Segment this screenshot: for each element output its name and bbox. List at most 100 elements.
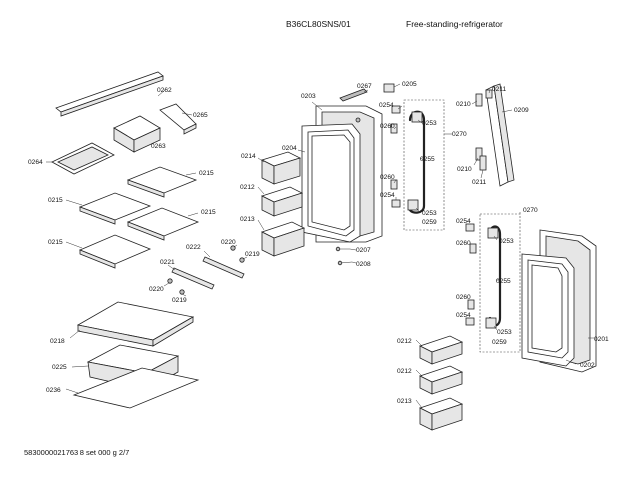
label-0210-a: 0210: [456, 101, 471, 108]
part-0205-hinge: [383, 83, 395, 93]
label-0218: 0218: [50, 338, 65, 345]
label-0260-a: 0260: [380, 123, 395, 130]
label-0214: 0214: [241, 153, 256, 160]
part-0260-insert: [390, 179, 398, 190]
label-0208: 0208: [356, 261, 371, 268]
label-0253-c: 0253: [499, 238, 514, 245]
label-0254-a: 0254: [379, 102, 394, 109]
label-0264: 0264: [28, 159, 43, 166]
part-0260-insert: [390, 123, 398, 134]
label-0254-c: 0254: [456, 218, 471, 225]
label-0204: 0204: [282, 145, 297, 152]
label-0209: 0209: [514, 107, 529, 114]
part-0221-rail: [171, 267, 215, 290]
part-0254-cap: [465, 317, 475, 326]
part-0253-endcap: [485, 317, 497, 329]
part-0210-clip: [475, 93, 483, 107]
label-0254-d: 0254: [456, 312, 471, 319]
appliance-description: Free-standing-refrigerator: [406, 19, 503, 29]
label-0203: 0203: [301, 93, 316, 100]
part-0253-endcap: [487, 227, 499, 239]
part-0262-top-rail: [55, 71, 164, 117]
part-0265-bracket: [159, 103, 197, 135]
callout-labels: 0262 0265 0263 0264 0215 0215 0215 0215 …: [28, 81, 609, 405]
label-0221: 0221: [160, 259, 175, 266]
label-0270-a: 0270: [452, 131, 467, 138]
part-0260-insert: [467, 299, 475, 310]
label-0205: 0205: [402, 81, 417, 88]
label-0260-c: 0260: [456, 240, 471, 247]
part-0212-bin-upper: [260, 186, 304, 217]
label-0211-a: 0211: [492, 86, 507, 93]
part-0236-glass-plate: [72, 367, 200, 409]
handle-kit-box-0270: [403, 99, 445, 231]
label-0255-a: 0255: [420, 156, 435, 163]
hinge-pin: [355, 117, 361, 123]
handle-kit-box-0270: [479, 213, 521, 353]
part-0215-shelf-mid-right: [126, 207, 200, 241]
label-0253-a: 0253: [422, 120, 437, 127]
part-0264-tray: [51, 142, 115, 175]
label-0270-b: 0270: [523, 207, 538, 214]
part-0253-endcap: [411, 111, 423, 123]
label-0212-a: 0212: [240, 184, 255, 191]
label-0202: 0202: [580, 362, 595, 369]
drawing-code: 5830000021763 8 set 000 g 2/7: [24, 448, 130, 457]
label-0263: 0263: [151, 143, 166, 150]
part-0218-drawer-cover: [76, 301, 195, 347]
label-0236: 0236: [46, 387, 61, 394]
label-0219-b: 0219: [172, 297, 187, 304]
part-0202-gasket: [521, 253, 575, 367]
label-0212-b: 0212: [397, 338, 412, 345]
label-0207: 0207: [356, 247, 371, 254]
part-0204-gasket: [301, 123, 361, 243]
screw-0220: [167, 278, 173, 284]
model-number: B36CL80SNS/01: [286, 19, 351, 29]
label-0215-a: 0215: [199, 170, 214, 177]
part-0211-cap: [485, 89, 493, 99]
label-0222: 0222: [186, 244, 201, 251]
part-0214-bin: [260, 151, 302, 185]
part-0212-door-bin-2: [418, 365, 464, 395]
label-0210-b: 0210: [457, 166, 472, 173]
label-0259-a: 0259: [422, 219, 437, 226]
part-0210-clip: [475, 147, 483, 161]
label-0267: 0267: [357, 83, 372, 90]
part-0267-bar: [339, 88, 368, 102]
label-0215-c: 0215: [201, 209, 216, 216]
part-0209-side-handle: [485, 83, 515, 187]
part-0213-door-bin: [418, 397, 464, 431]
label-0215-d: 0215: [48, 239, 63, 246]
label-0225: 0225: [52, 364, 67, 371]
label-0219-a: 0219: [245, 251, 260, 258]
label-0253-d: 0253: [497, 329, 512, 336]
part-0254-cap: [465, 223, 475, 232]
label-0259-b: 0259: [492, 339, 507, 346]
part-0212-door-bin-1: [418, 335, 464, 365]
label-0265: 0265: [193, 112, 208, 119]
label-0220-b: 0220: [149, 286, 164, 293]
part-0254-cap: [391, 199, 401, 208]
part-0254-cap: [391, 105, 401, 114]
label-0215-b: 0215: [48, 197, 63, 204]
part-0222-rail: [202, 256, 245, 279]
part-0260-insert: [469, 243, 477, 254]
screw-0219: [179, 289, 185, 295]
part-0215-shelf-top: [126, 166, 198, 198]
label-0260-b: 0260: [380, 174, 395, 181]
label-0212-c: 0212: [397, 368, 412, 375]
part-0263-box: [113, 115, 161, 153]
label-0262: 0262: [157, 87, 172, 94]
part-0215-shelf-mid-left: [78, 192, 152, 225]
label-0255-b: 0255: [496, 278, 511, 285]
screws-0207-0208: [335, 246, 353, 266]
label-0254-b: 0254: [380, 192, 395, 199]
label-0213-a: 0213: [240, 216, 255, 223]
part-0211-cap: [479, 155, 487, 171]
part-0213-bin-lower: [260, 221, 306, 257]
label-0220-a: 0220: [221, 239, 236, 246]
label-0260-d: 0260: [456, 294, 471, 301]
part-0215-shelf-lower-left: [78, 234, 152, 269]
